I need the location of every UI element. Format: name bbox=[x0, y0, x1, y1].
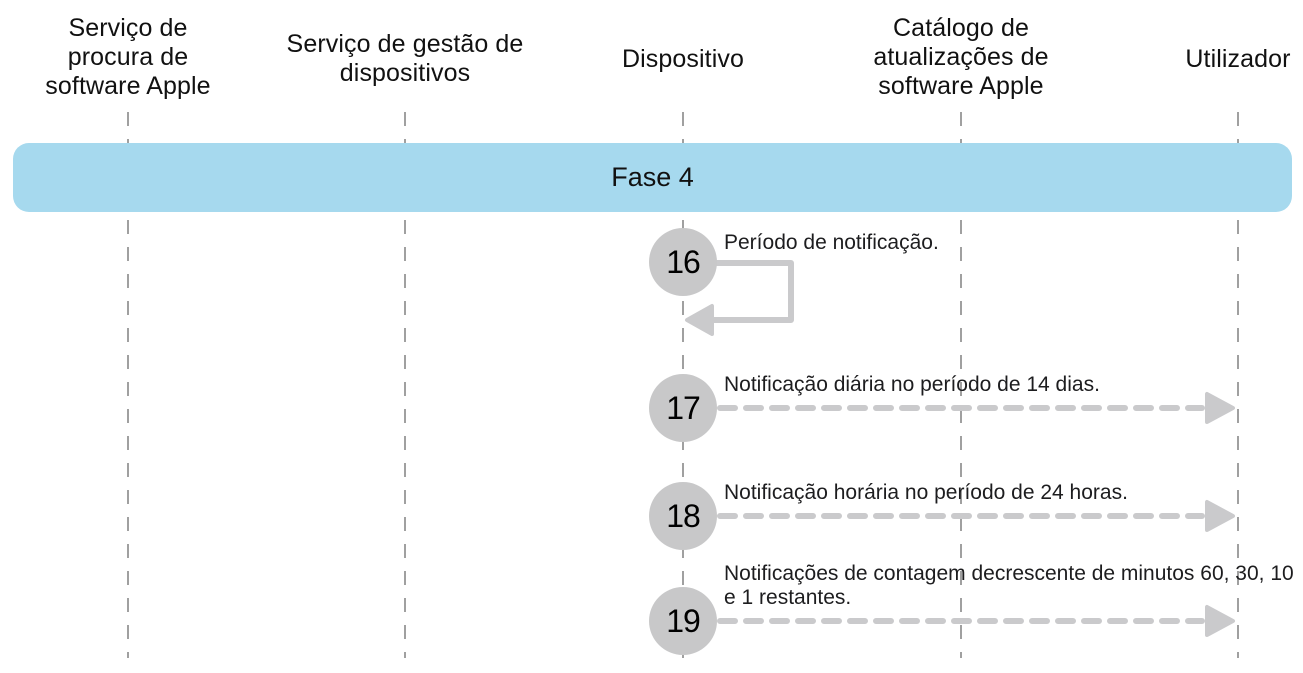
lifeline-device-management-service bbox=[404, 112, 406, 658]
step-label-18: Notificação horária no período de 24 hor… bbox=[724, 481, 1128, 504]
dashed-arrow-step17 bbox=[717, 392, 1235, 424]
lane-header-software-lookup-service: Serviço de procura de software Apple bbox=[45, 14, 211, 100]
step-number: 17 bbox=[666, 389, 701, 426]
lane-header-device: Dispositivo bbox=[622, 45, 744, 73]
step-circle-16: 16 bbox=[649, 228, 717, 296]
phase-banner: Fase 4 bbox=[13, 143, 1292, 212]
arrowhead-right-icon bbox=[1205, 500, 1235, 532]
step-circle-19: 19 bbox=[649, 587, 717, 655]
lifeline-user bbox=[1237, 112, 1239, 658]
lane-header-software-update-catalog: Catálogo de atualizações de software App… bbox=[873, 14, 1049, 100]
dashed-arrow-step19 bbox=[717, 605, 1235, 637]
lane-header-user: Utilizador bbox=[1185, 45, 1291, 73]
phase-banner-label: Fase 4 bbox=[611, 162, 694, 192]
step-label-19: Notificações de contagem decrescente de … bbox=[724, 562, 1294, 609]
self-loop-arrow-step16 bbox=[685, 260, 794, 336]
step-circle-18: 18 bbox=[649, 482, 717, 550]
step-number: 16 bbox=[666, 243, 701, 280]
step-label-17: Notificação diária no período de 14 dias… bbox=[724, 373, 1100, 396]
arrowhead-right-icon bbox=[1205, 605, 1235, 637]
lifeline-software-update-catalog bbox=[960, 112, 962, 658]
step-number: 19 bbox=[666, 602, 701, 639]
step-label-16: Período de notificação. bbox=[724, 231, 939, 254]
arrowhead-right-icon bbox=[1205, 392, 1235, 424]
arrowhead-left-icon bbox=[685, 304, 714, 336]
step-circle-17: 17 bbox=[649, 374, 717, 442]
lane-header-device-management-service: Serviço de gestão de dispositivos bbox=[286, 30, 524, 87]
dashed-arrow-step18 bbox=[717, 500, 1235, 532]
lifeline-software-lookup-service bbox=[127, 112, 129, 658]
step-number: 18 bbox=[666, 497, 701, 534]
